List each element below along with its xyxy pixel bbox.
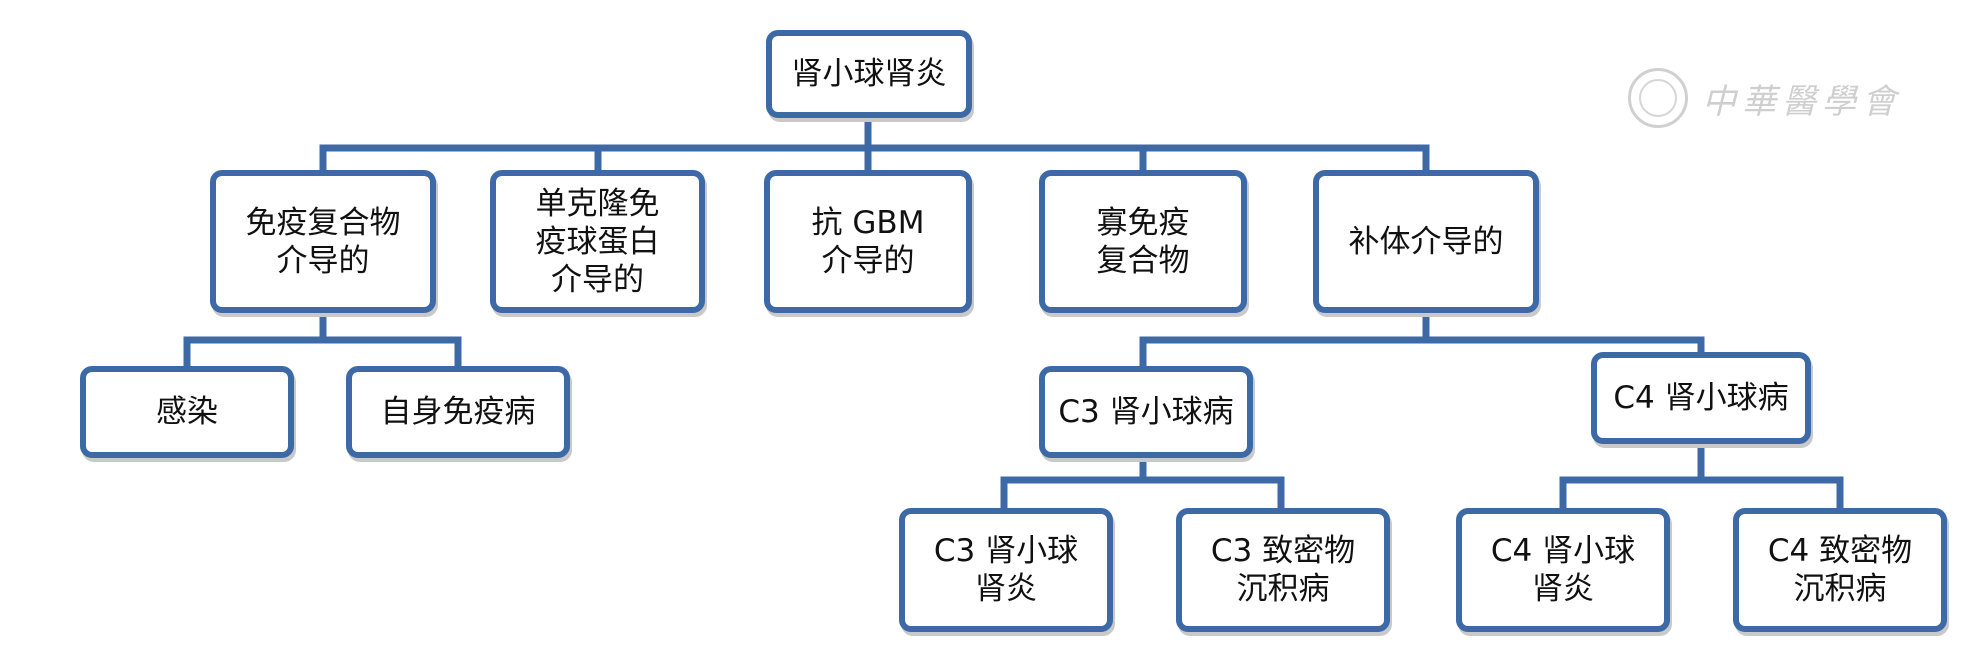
node-root: 肾小球肾炎	[766, 30, 972, 118]
node-autoimmune-disease: 自身免疫病	[346, 366, 570, 458]
node-complement-mediated: 补体介导的	[1313, 170, 1539, 313]
node-anti-gbm: 抗 GBM 介导的	[764, 170, 972, 313]
node-pauci-immune: 寡免疫 复合物	[1039, 170, 1247, 313]
watermark: 中華醫學會	[1628, 68, 1902, 128]
node-c4-glomerulonephritis: C4 肾小球 肾炎	[1456, 508, 1670, 632]
node-infection: 感染	[80, 366, 294, 458]
node-c4-glomerulopathy: C4 肾小球病	[1591, 352, 1811, 444]
watermark-text: 中華醫學會	[1702, 81, 1902, 122]
seal-icon	[1628, 68, 1688, 128]
node-c3-dense-deposit-disease: C3 致密物 沉积病	[1176, 508, 1390, 632]
node-c4-dense-deposit-disease: C4 致密物 沉积病	[1733, 508, 1947, 632]
connector-complement-to-glomerulopathies	[1139, 304, 1705, 372]
node-immune-complex: 免疫复合物 介导的	[210, 170, 436, 313]
connector-root-to-categories	[319, 114, 1430, 179]
node-c3-glomerulopathy: C3 肾小球病	[1039, 366, 1253, 458]
node-c3-glomerulonephritis: C3 肾小球 肾炎	[899, 508, 1113, 632]
connector-c3-to-children	[1000, 450, 1285, 512]
connector-immune-to-children	[183, 304, 462, 372]
node-monoclonal-ig: 单克隆免 疫球蛋白 介导的	[490, 170, 705, 313]
connector-c4-to-children	[1559, 436, 1844, 512]
